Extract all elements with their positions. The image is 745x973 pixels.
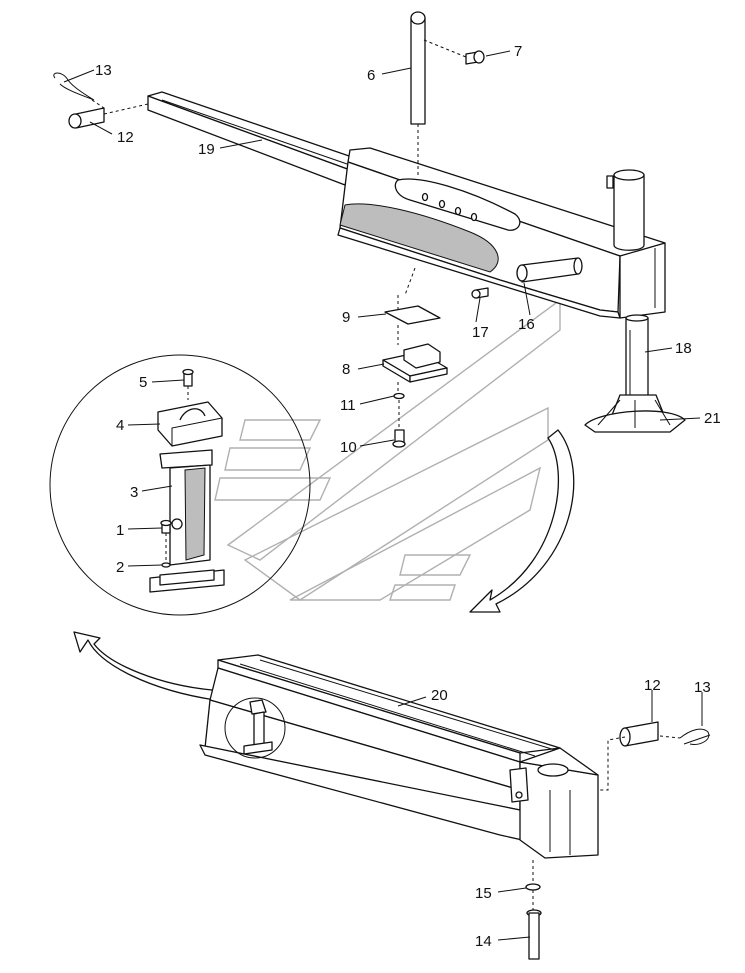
callout-20: 20 xyxy=(431,687,448,704)
pin-12-bottom xyxy=(598,721,659,791)
jack-leg-18 xyxy=(625,314,649,399)
leader-lines xyxy=(63,50,703,941)
callout-12-top: 12 xyxy=(117,129,134,146)
callout-4: 4 xyxy=(116,417,124,434)
screw-5 xyxy=(182,368,194,400)
washer-15 xyxy=(525,860,541,891)
clip-13-bottom xyxy=(659,728,711,745)
callout-11: 11 xyxy=(340,397,356,414)
callout-7: 7 xyxy=(514,43,522,60)
callout-16: 16 xyxy=(518,316,535,333)
jack-foot-21 xyxy=(584,394,686,433)
bolt-1 xyxy=(160,519,172,560)
plate-9 xyxy=(384,267,441,325)
bolt-7 xyxy=(423,39,485,65)
callout-10: 10 xyxy=(340,439,357,456)
callout-1: 1 xyxy=(116,522,124,539)
upper-boom-19 xyxy=(147,91,666,319)
callout-13-bottom: 13 xyxy=(694,679,711,696)
callout-labels: 13 12 19 6 7 9 8 11 10 17 16 18 21 5 4 3… xyxy=(95,43,721,950)
callout-21: 21 xyxy=(704,410,721,427)
bolt-14 xyxy=(526,890,542,960)
block-8 xyxy=(382,325,448,383)
bolt-10 xyxy=(392,400,406,448)
pin-6 xyxy=(410,11,426,175)
callout-2: 2 xyxy=(116,559,124,576)
bracket-3 xyxy=(149,449,225,593)
rotate-arrow-right xyxy=(469,429,575,613)
pin-12-top xyxy=(68,103,149,129)
watermark-logo xyxy=(214,298,561,601)
callout-6: 6 xyxy=(367,67,375,84)
callout-5: 5 xyxy=(139,374,147,391)
callout-9: 9 xyxy=(342,309,350,326)
callout-3: 3 xyxy=(130,484,138,501)
callout-12-bottom: 12 xyxy=(644,677,661,694)
callout-15: 15 xyxy=(475,885,492,902)
washer-11 xyxy=(393,382,405,400)
pin-16 xyxy=(516,257,583,283)
washer-2 xyxy=(161,562,171,568)
callout-8: 8 xyxy=(342,361,350,378)
callout-13-top: 13 xyxy=(95,62,112,79)
saddle-4 xyxy=(157,401,223,447)
callout-18: 18 xyxy=(675,340,692,357)
detail-view xyxy=(49,354,311,616)
callout-19: 19 xyxy=(198,141,215,158)
lower-boom-20 xyxy=(199,654,599,859)
bolt-17 xyxy=(471,287,489,299)
inset-bracket-detail xyxy=(224,697,286,759)
rotate-arrow-left xyxy=(73,631,216,701)
callout-17: 17 xyxy=(472,324,489,341)
callout-14: 14 xyxy=(475,933,492,950)
